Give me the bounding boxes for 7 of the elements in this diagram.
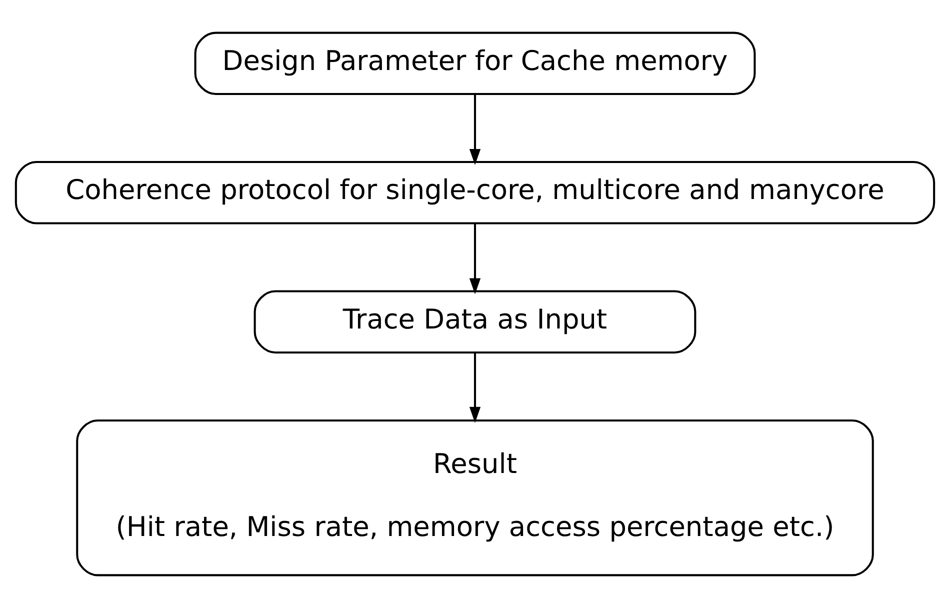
arrow xyxy=(468,352,480,422)
node-box: Result (Hit rate, Miss rate, memory access percentage etc.) xyxy=(76,418,874,576)
arrow xyxy=(468,94,480,164)
node-box: Trace Data as Input xyxy=(253,290,696,353)
node-box: Coherence protocol for single-core, multicore and manycore xyxy=(14,160,935,224)
arrow xyxy=(468,223,480,294)
node-box: Design Parameter for Cache memory xyxy=(194,31,756,95)
